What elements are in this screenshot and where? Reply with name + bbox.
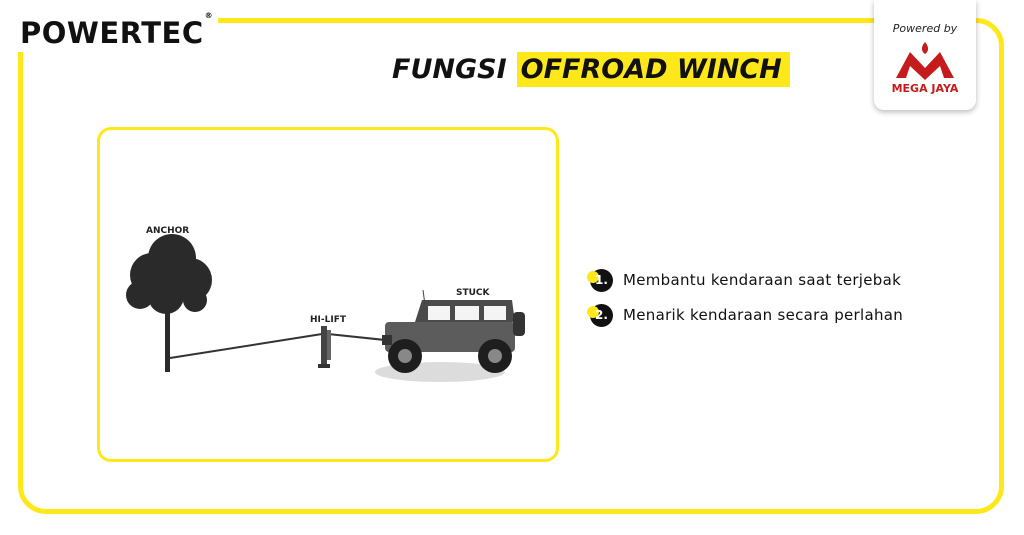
mega-jaya-name: MEGA JAYA bbox=[874, 82, 976, 95]
tree-icon bbox=[126, 234, 212, 372]
list-item: 2. Menarik kendaraan secara perlahan bbox=[590, 303, 903, 327]
jeep-icon bbox=[382, 290, 525, 373]
stuck-label: STUCK bbox=[456, 288, 490, 298]
registered-mark: ® bbox=[205, 11, 214, 20]
winch-diagram: ANCHOR HI-LIFT STUCK bbox=[97, 127, 559, 462]
list-item-text: Membantu kendaraan saat terjebak bbox=[623, 271, 901, 289]
title-highlight: OFFROAD WINCH bbox=[517, 52, 790, 87]
brand-name: POWERTEC bbox=[20, 16, 204, 50]
powertec-logo: POWERTEC® bbox=[20, 16, 213, 50]
powered-by-label: Powered by bbox=[874, 22, 976, 35]
mega-jaya-logo-icon bbox=[894, 40, 956, 80]
hi-lift-jack-icon bbox=[318, 326, 331, 368]
hi-lift-label: HI-LIFT bbox=[310, 315, 346, 325]
number-badge: 2. bbox=[590, 304, 613, 327]
page-title: FUNGSI OFFROAD WINCH bbox=[392, 52, 790, 87]
number-badge: 1. bbox=[590, 269, 613, 292]
anchor-label: ANCHOR bbox=[146, 226, 189, 236]
function-list: 1. Membantu kendaraan saat terjebak 2. M… bbox=[590, 268, 903, 338]
powered-by-badge: Powered by MEGA JAYA bbox=[874, 0, 976, 110]
title-prefix: FUNGSI bbox=[392, 54, 507, 85]
winch-cable bbox=[170, 334, 322, 358]
list-item-text: Menarik kendaraan secara perlahan bbox=[623, 306, 903, 324]
list-item: 1. Membantu kendaraan saat terjebak bbox=[590, 268, 903, 292]
